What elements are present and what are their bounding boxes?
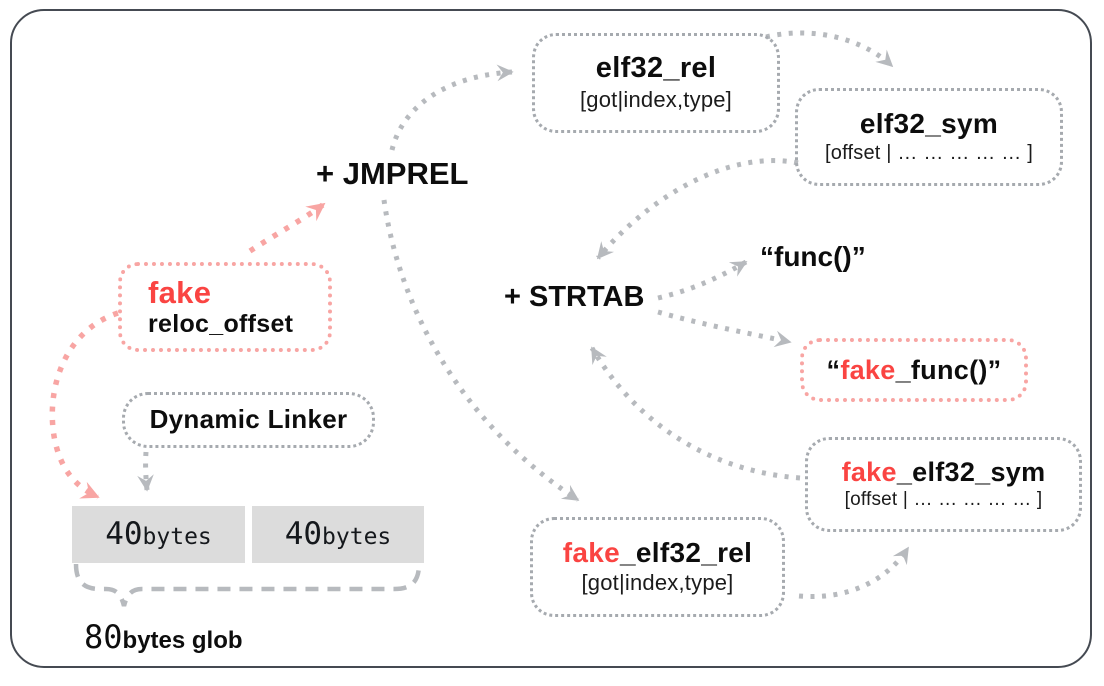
fake-reloc-label: reloc_offset [148,310,294,339]
fake-elf32-sym-title: fake_elf32_sym [842,458,1046,486]
block-right-size: 40 [284,516,323,552]
fake-elf32-rel-subtitle: [got|index,type] [581,570,734,596]
fake-reloc-box: fake reloc_offset [118,262,332,352]
fake-elf32-sym-box: fake_elf32_sym [offset | … … … … … ] [805,437,1082,532]
fake-elf32-sym-rest: _elf32_sym [896,456,1046,487]
memory-block-right: 40bytes [252,506,424,563]
jmprel-label: + JMPREL [316,156,469,191]
fake-elf32-rel-rest: _elf32_rel [620,536,753,568]
glob-size: 80 [84,618,123,656]
fake-func-box: “fake_func()” [800,338,1028,402]
elf32-rel-box: elf32_rel [got|index,type] [532,33,780,133]
block-right-unit: bytes [322,524,392,550]
block-left-unit: bytes [142,524,212,550]
fake-elf32-rel-accent: fake [562,536,621,568]
fake-func-label: “fake_func()” [827,356,1002,384]
elf32-rel-title: elf32_rel [595,52,717,85]
elf32-rel-subtitle: [got|index,type] [579,86,732,112]
dynamic-linker-box: Dynamic Linker [122,392,375,448]
func-label: “func()” [760,241,866,272]
fake-elf32-sym-subtitle: [offset | … … … … … ] [844,489,1043,511]
fake-func-accent: fake [840,354,896,385]
fake-func-open-quote: “ [826,354,841,385]
elf32-sym-box: elf32_sym [offset | … … … … … ] [795,88,1063,186]
dynamic-linker-label: Dynamic Linker [149,404,348,435]
memory-block-left: 40bytes [72,506,245,563]
fake-elf32-rel-title: fake_elf32_rel [563,538,752,567]
strtab-label: + STRTAB [504,281,645,313]
fake-func-rest: _func() [895,354,988,385]
fake-func-close-quote: ” [987,354,1002,385]
elf32-sym-title: elf32_sym [859,108,999,140]
fake-elf32-sym-accent: fake [841,456,897,487]
elf32-sym-subtitle: [offset | … … … … … ] [825,141,1033,164]
fake-reloc-accent: fake [148,274,212,310]
frame-border [10,9,1092,668]
glob-label: 80bytes glob [84,618,243,656]
block-left-size: 40 [105,516,143,552]
glob-rest: bytes glob [122,627,243,654]
fake-elf32-rel-box: fake_elf32_rel [got|index,type] [530,517,785,617]
